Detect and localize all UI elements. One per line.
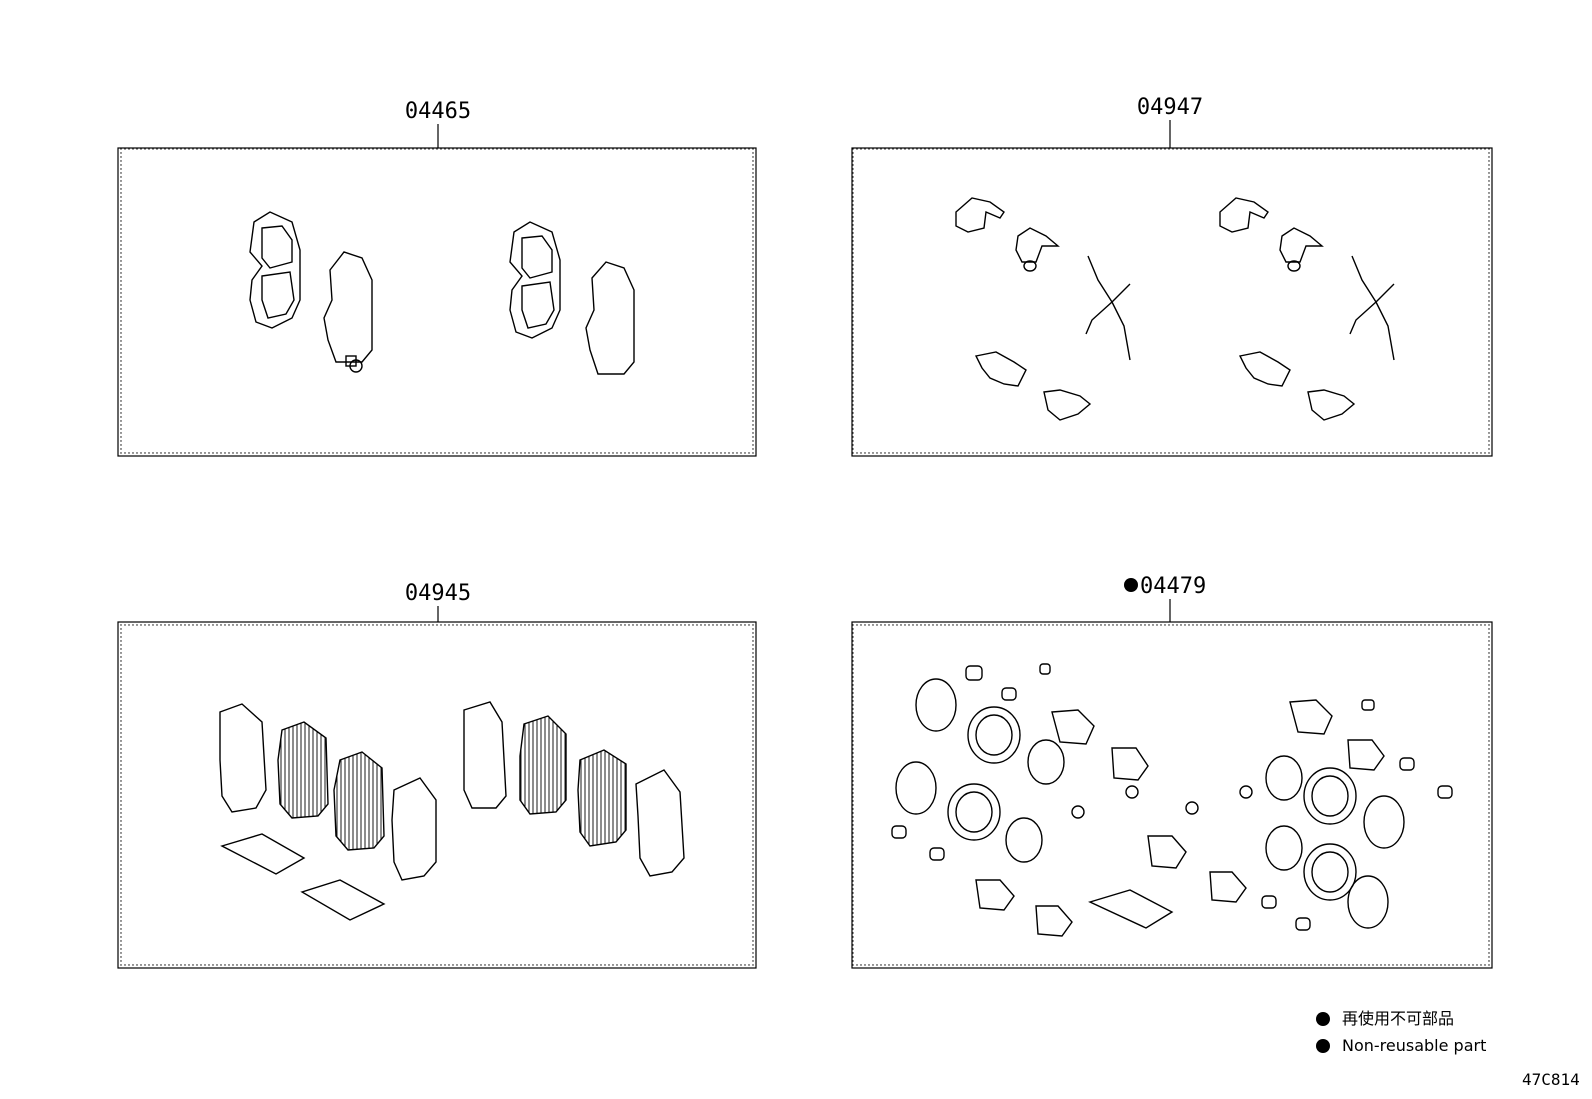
bleeder-plug bbox=[891, 663, 1453, 931]
legend: 再使用不可部品 Non-reusable part bbox=[1316, 1005, 1486, 1059]
group-04479[interactable]: 04479 bbox=[851, 574, 1493, 969]
shim bbox=[577, 749, 627, 847]
shim bbox=[463, 701, 507, 809]
part-number-04945: 04945 bbox=[405, 581, 471, 606]
anti-rattle-spring bbox=[1349, 255, 1395, 361]
brake-pad bbox=[323, 251, 373, 373]
grease-packet bbox=[220, 833, 386, 921]
group-04947[interactable]: 04947 bbox=[851, 95, 1493, 457]
brake-pad bbox=[585, 261, 635, 375]
part-number-04947: 04947 bbox=[1137, 95, 1203, 120]
legend-row-en: Non-reusable part bbox=[1316, 1032, 1486, 1059]
pad-clip bbox=[974, 351, 1092, 421]
dust-boot bbox=[975, 699, 1385, 937]
anti-rattle-spring bbox=[1085, 255, 1131, 361]
shim bbox=[391, 777, 437, 881]
shim bbox=[333, 751, 385, 851]
pad-clip bbox=[1219, 197, 1324, 272]
shim bbox=[219, 703, 267, 813]
brake-pad bbox=[249, 211, 301, 329]
cylinder-boot bbox=[947, 706, 1357, 901]
shim bbox=[635, 769, 685, 877]
grease-packet bbox=[1088, 889, 1174, 929]
legend-text-en: Non-reusable part bbox=[1342, 1036, 1487, 1055]
non-reusable-dot-icon bbox=[1316, 1011, 1330, 1026]
shim bbox=[277, 721, 329, 819]
group-04945[interactable]: 04945 bbox=[117, 581, 757, 969]
group-04465[interactable]: 04465 bbox=[117, 99, 757, 457]
shim bbox=[519, 715, 567, 815]
legend-row-jp: 再使用不可部品 bbox=[1316, 1005, 1486, 1032]
legend-text-jp: 再使用不可部品 bbox=[1342, 1009, 1455, 1028]
illustration-code: 47C814 bbox=[1522, 1070, 1580, 1089]
washer bbox=[1071, 785, 1253, 819]
non-reusable-dot-icon bbox=[1316, 1038, 1330, 1053]
part-number-04465: 04465 bbox=[405, 99, 471, 124]
non-reusable-marker-icon bbox=[1124, 578, 1138, 592]
pad-clip bbox=[1238, 351, 1356, 421]
piston-seal bbox=[895, 678, 1405, 929]
brake-pad bbox=[509, 221, 561, 339]
pad-clip bbox=[955, 197, 1060, 272]
part-number-04479: 04479 bbox=[1140, 574, 1206, 599]
